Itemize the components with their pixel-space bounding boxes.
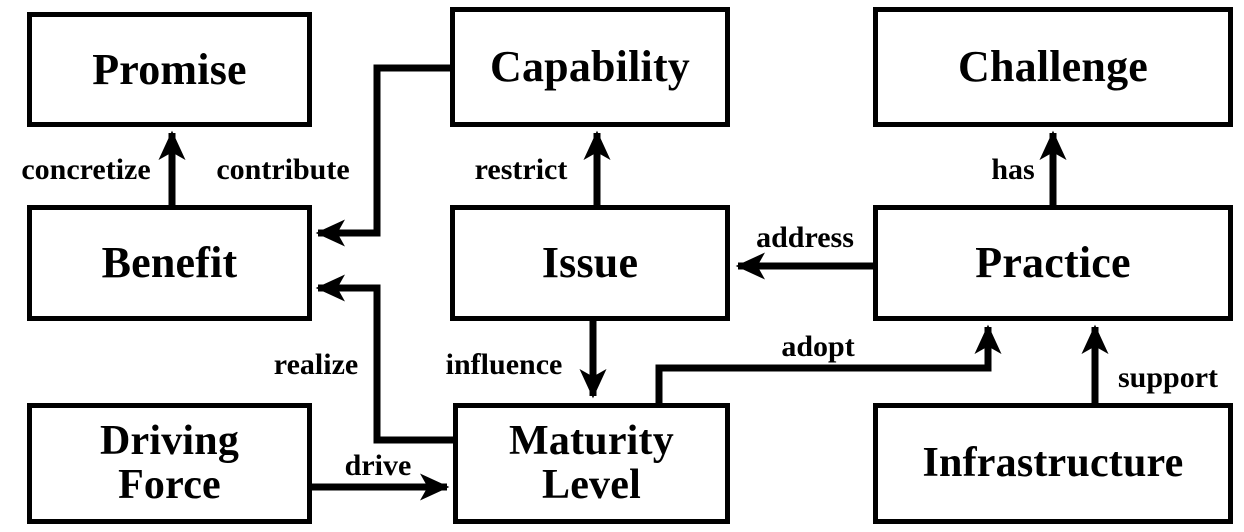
edge-label-contribute: contribute — [216, 153, 350, 186]
edge-label-has: has — [991, 153, 1035, 186]
node-practice[interactable]: Practice — [873, 205, 1233, 321]
edge-label-adopt: adopt — [781, 330, 855, 363]
edge-label-support: support — [1117, 361, 1219, 394]
node-infrastructure-label: Infrastructure — [922, 439, 1184, 486]
node-promise[interactable]: Promise — [27, 12, 312, 127]
edge-label-influence: influence — [445, 348, 563, 381]
edge-contribute — [315, 64, 450, 247]
node-infrastructure[interactable]: Infrastructure — [873, 403, 1233, 524]
node-maturity-level[interactable]: Maturity Level — [453, 403, 730, 524]
node-capability-label: Capability — [489, 42, 691, 92]
node-issue[interactable]: Issue — [450, 205, 730, 321]
edge-label-realize: realize — [273, 348, 359, 381]
edge-label-drive: drive — [344, 449, 412, 482]
node-maturity-level-label: Maturity Level — [509, 417, 674, 508]
node-practice-label: Practice — [975, 238, 1131, 288]
node-capability[interactable]: Capability — [450, 7, 730, 127]
node-promise-label: Promise — [92, 44, 247, 94]
node-issue-label: Issue — [541, 238, 639, 288]
node-driving-force[interactable]: Driving Force — [27, 403, 312, 524]
edge-label-concretize: concretize — [21, 153, 151, 186]
node-benefit-label: Benefit — [101, 238, 238, 288]
edge-label-address: address — [756, 221, 854, 254]
edge-adopt — [655, 324, 1002, 403]
node-challenge-label: Challenge — [957, 42, 1149, 92]
node-driving-force-label: Driving Force — [99, 417, 240, 508]
edge-label-restrict: restrict — [474, 153, 568, 186]
edge-realize — [315, 274, 453, 444]
node-challenge[interactable]: Challenge — [873, 7, 1233, 127]
node-benefit[interactable]: Benefit — [27, 205, 312, 321]
